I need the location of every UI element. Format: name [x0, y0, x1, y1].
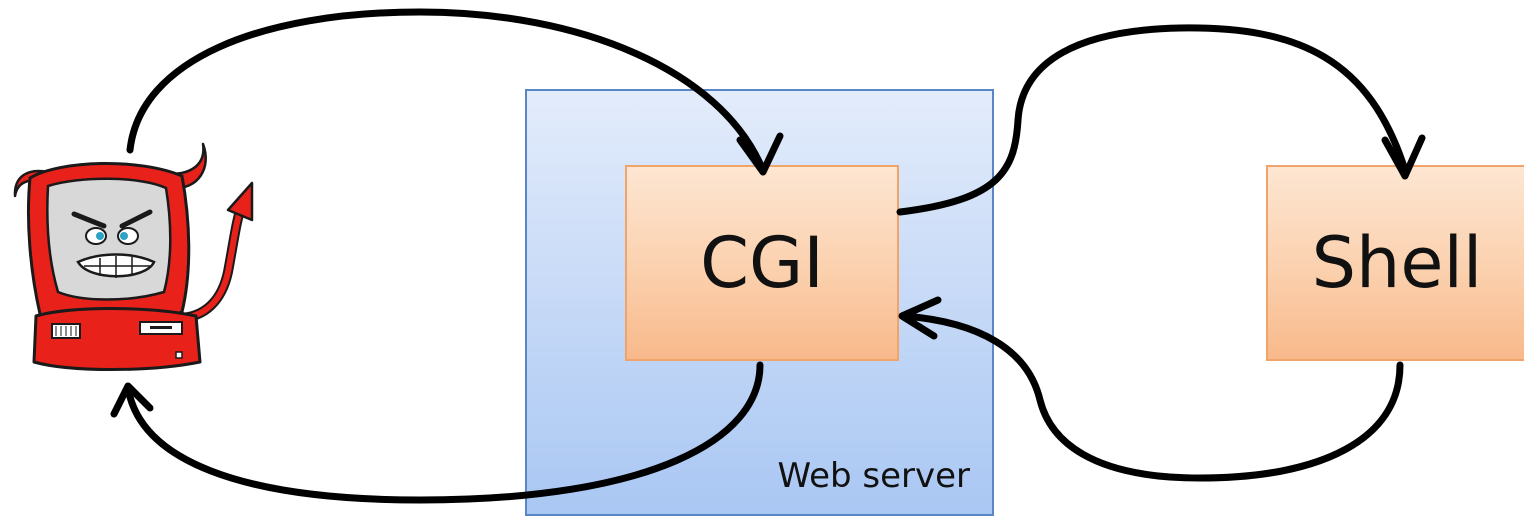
shell-box: Shell: [1266, 165, 1524, 361]
arrow-cgi-to-attacker: [124, 361, 764, 504]
arrowhead-cgi-to-shell: [1381, 134, 1426, 180]
devil-computer-icon: [13, 142, 254, 371]
arrowhead-shell-to-cgi: [898, 296, 942, 340]
cgi-label: CGI: [700, 222, 824, 304]
arrow-shell-to-cgi: [900, 312, 1404, 482]
arrow-cgi-to-shell: [896, 24, 1409, 216]
arrowhead-attacker-to-cgi: [736, 132, 784, 176]
arrowhead-cgi-to-attacker: [110, 382, 154, 418]
shell-label: Shell: [1311, 222, 1483, 304]
cgi-box: CGI: [625, 165, 899, 361]
devil-screen: [46, 177, 172, 301]
devil-tail-tip: [226, 181, 254, 222]
web-server-label: Web server: [777, 456, 970, 496]
arrow-attacker-to-cgi: [126, 8, 766, 172]
